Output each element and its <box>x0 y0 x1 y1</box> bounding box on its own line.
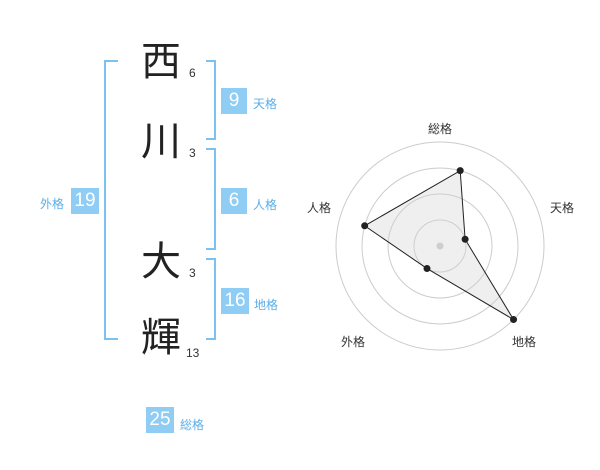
radar-point-3 <box>510 316 518 324</box>
chikaku-bracket <box>206 258 216 340</box>
name-char-3: 大 <box>141 239 181 285</box>
radar-point-2 <box>461 235 469 243</box>
radar-grid-ring <box>361 167 519 325</box>
radar-series-polygon <box>363 169 514 320</box>
radar-grid-ring <box>335 141 545 351</box>
stroke-count-2: 3 <box>189 146 196 160</box>
radar-point-5 <box>361 222 369 230</box>
radar-point-4 <box>423 265 431 273</box>
radar-axis-label-1: 総格 <box>428 121 452 136</box>
soukaku-value-box: 25 <box>146 407 174 433</box>
radar-axis-label-3: 地格 <box>512 334 536 349</box>
radar-grid-ring <box>387 193 493 299</box>
radar-grid-ring <box>413 219 467 273</box>
radar-center-dot <box>436 242 444 250</box>
soukaku-label: 総格 <box>180 418 205 432</box>
gaikaku-value-box: 19 <box>71 188 99 214</box>
stroke-count-1: 6 <box>189 66 196 80</box>
name-char-4: 輝 <box>141 315 181 361</box>
radar-axis-label-2: 天格 <box>550 200 574 215</box>
tenkaku-value-box: 9 <box>221 88 247 114</box>
name-char-2: 川 <box>141 119 181 165</box>
tenkaku-bracket <box>206 60 216 140</box>
jinkaku-value-box: 6 <box>221 188 247 214</box>
chikaku-value-box: 16 <box>221 288 249 314</box>
stroke-count-4: 13 <box>186 346 200 360</box>
gaikaku-label: 外格 <box>40 197 65 211</box>
name-char-1: 西 <box>141 39 181 85</box>
tenkaku-label: 天格 <box>253 97 278 111</box>
radar-axis-label-4: 外格 <box>341 334 365 349</box>
jinkaku-label: 人格 <box>253 198 278 212</box>
gaikaku-bracket <box>104 60 118 340</box>
radar-point-1 <box>456 167 464 175</box>
chikaku-label: 地格 <box>254 298 279 312</box>
jinkaku-bracket <box>206 148 216 250</box>
stroke-count-3: 3 <box>189 266 196 280</box>
radar-axis-label-5: 人格 <box>307 200 331 215</box>
